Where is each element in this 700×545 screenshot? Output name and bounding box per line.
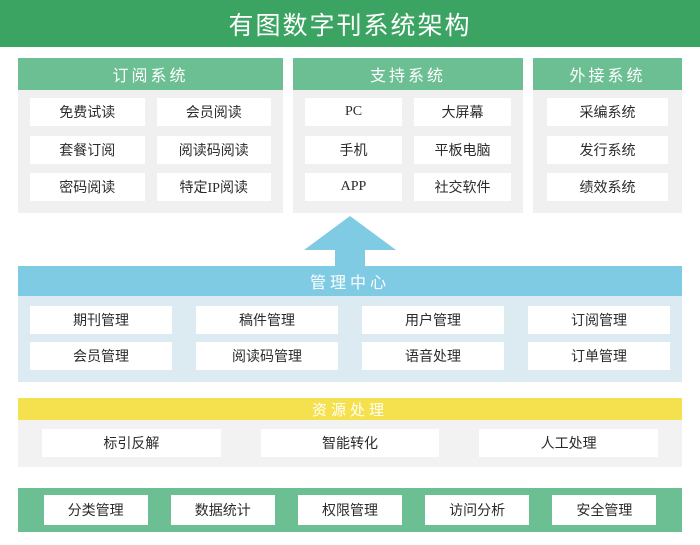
chip-editorial-system[interactable]: 采编系统 <box>547 98 668 126</box>
management-center-items: 期刊管理 稿件管理 用户管理 订阅管理 会员管理 阅读码管理 语音处理 订单管理 <box>18 296 682 382</box>
chip-subscription-management[interactable]: 订阅管理 <box>528 306 670 334</box>
resource-processing-items: 标引反解 智能转化 人工处理 <box>18 420 682 467</box>
panel-support-header: 支持系统 <box>293 58 523 90</box>
chip-mobile-phone[interactable]: 手机 <box>305 135 402 164</box>
panel-subscription-system: 订阅系统 免费试读 会员阅读 套餐订阅 阅读码阅读 密码阅读 特定IP阅读 <box>18 58 283 213</box>
chip-manuscript-management[interactable]: 稿件管理 <box>196 306 338 334</box>
chip-category-management[interactable]: 分类管理 <box>43 495 148 525</box>
panel-support-items: PC 大屏幕 手机 平板电脑 APP 社交软件 <box>293 90 523 213</box>
chip-member-reading[interactable]: 会员阅读 <box>156 98 271 126</box>
panel-support-system: 支持系统 PC 大屏幕 手机 平板电脑 APP 社交软件 <box>293 58 523 213</box>
chip-index-reverse-parsing[interactable]: 标引反解 <box>42 429 221 457</box>
arrow-connector <box>0 216 700 268</box>
chip-specific-ip-reading[interactable]: 特定IP阅读 <box>156 173 271 202</box>
panel-external-header: 外接系统 <box>533 58 682 90</box>
bottom-utilities-bar: 分类管理 数据统计 权限管理 访问分析 安全管理 <box>18 488 682 532</box>
chip-free-trial[interactable]: 免费试读 <box>30 98 145 126</box>
panel-subscription-items: 免费试读 会员阅读 套餐订阅 阅读码阅读 密码阅读 特定IP阅读 <box>18 90 283 213</box>
chip-intelligent-conversion[interactable]: 智能转化 <box>260 429 440 457</box>
page-title: 有图数字刊系统架构 <box>228 12 472 40</box>
chip-order-management[interactable]: 订单管理 <box>528 342 670 370</box>
chip-data-statistics[interactable]: 数据统计 <box>170 495 275 525</box>
chip-performance-system[interactable]: 绩效系统 <box>547 173 668 202</box>
chip-manual-processing[interactable]: 人工处理 <box>479 429 658 457</box>
chip-voice-processing[interactable]: 语音处理 <box>362 342 504 370</box>
arrow-head <box>304 216 396 250</box>
chip-pc[interactable]: PC <box>305 98 402 126</box>
chip-app[interactable]: APP <box>305 173 402 202</box>
top-systems-row: 订阅系统 免费试读 会员阅读 套餐订阅 阅读码阅读 密码阅读 特定IP阅读 支持… <box>18 58 682 213</box>
chip-user-management[interactable]: 用户管理 <box>362 306 504 334</box>
chip-security-management[interactable]: 安全管理 <box>552 495 657 525</box>
arrow-up-icon <box>304 216 396 268</box>
management-center-header: 管理中心 <box>18 266 682 296</box>
panel-external-system: 外接系统 采编系统 发行系统 绩效系统 <box>533 58 682 213</box>
chip-password-reading[interactable]: 密码阅读 <box>30 173 145 202</box>
chip-reading-code[interactable]: 阅读码阅读 <box>156 135 271 164</box>
chip-tablet[interactable]: 平板电脑 <box>414 135 511 164</box>
panel-resource-processing: 资源处理 标引反解 智能转化 人工处理 <box>18 398 682 467</box>
chip-social-software[interactable]: 社交软件 <box>414 173 511 202</box>
chip-permission-management[interactable]: 权限管理 <box>297 495 402 525</box>
title-banner: 有图数字刊系统架构 <box>0 0 700 47</box>
chip-package-subscription[interactable]: 套餐订阅 <box>30 135 145 164</box>
chip-large-screen[interactable]: 大屏幕 <box>414 98 511 126</box>
arrow-shaft <box>335 250 365 268</box>
chip-distribution-system[interactable]: 发行系统 <box>547 135 668 164</box>
chip-member-management[interactable]: 会员管理 <box>30 342 172 370</box>
panel-external-items: 采编系统 发行系统 绩效系统 <box>533 90 682 213</box>
resource-processing-header: 资源处理 <box>18 398 682 420</box>
chip-journal-management[interactable]: 期刊管理 <box>30 306 172 334</box>
panel-management-center: 管理中心 期刊管理 稿件管理 用户管理 订阅管理 会员管理 阅读码管理 语音处理… <box>18 266 682 382</box>
chip-access-analysis[interactable]: 访问分析 <box>425 495 530 525</box>
panel-subscription-header: 订阅系统 <box>18 58 283 90</box>
chip-reading-code-management[interactable]: 阅读码管理 <box>196 342 338 370</box>
